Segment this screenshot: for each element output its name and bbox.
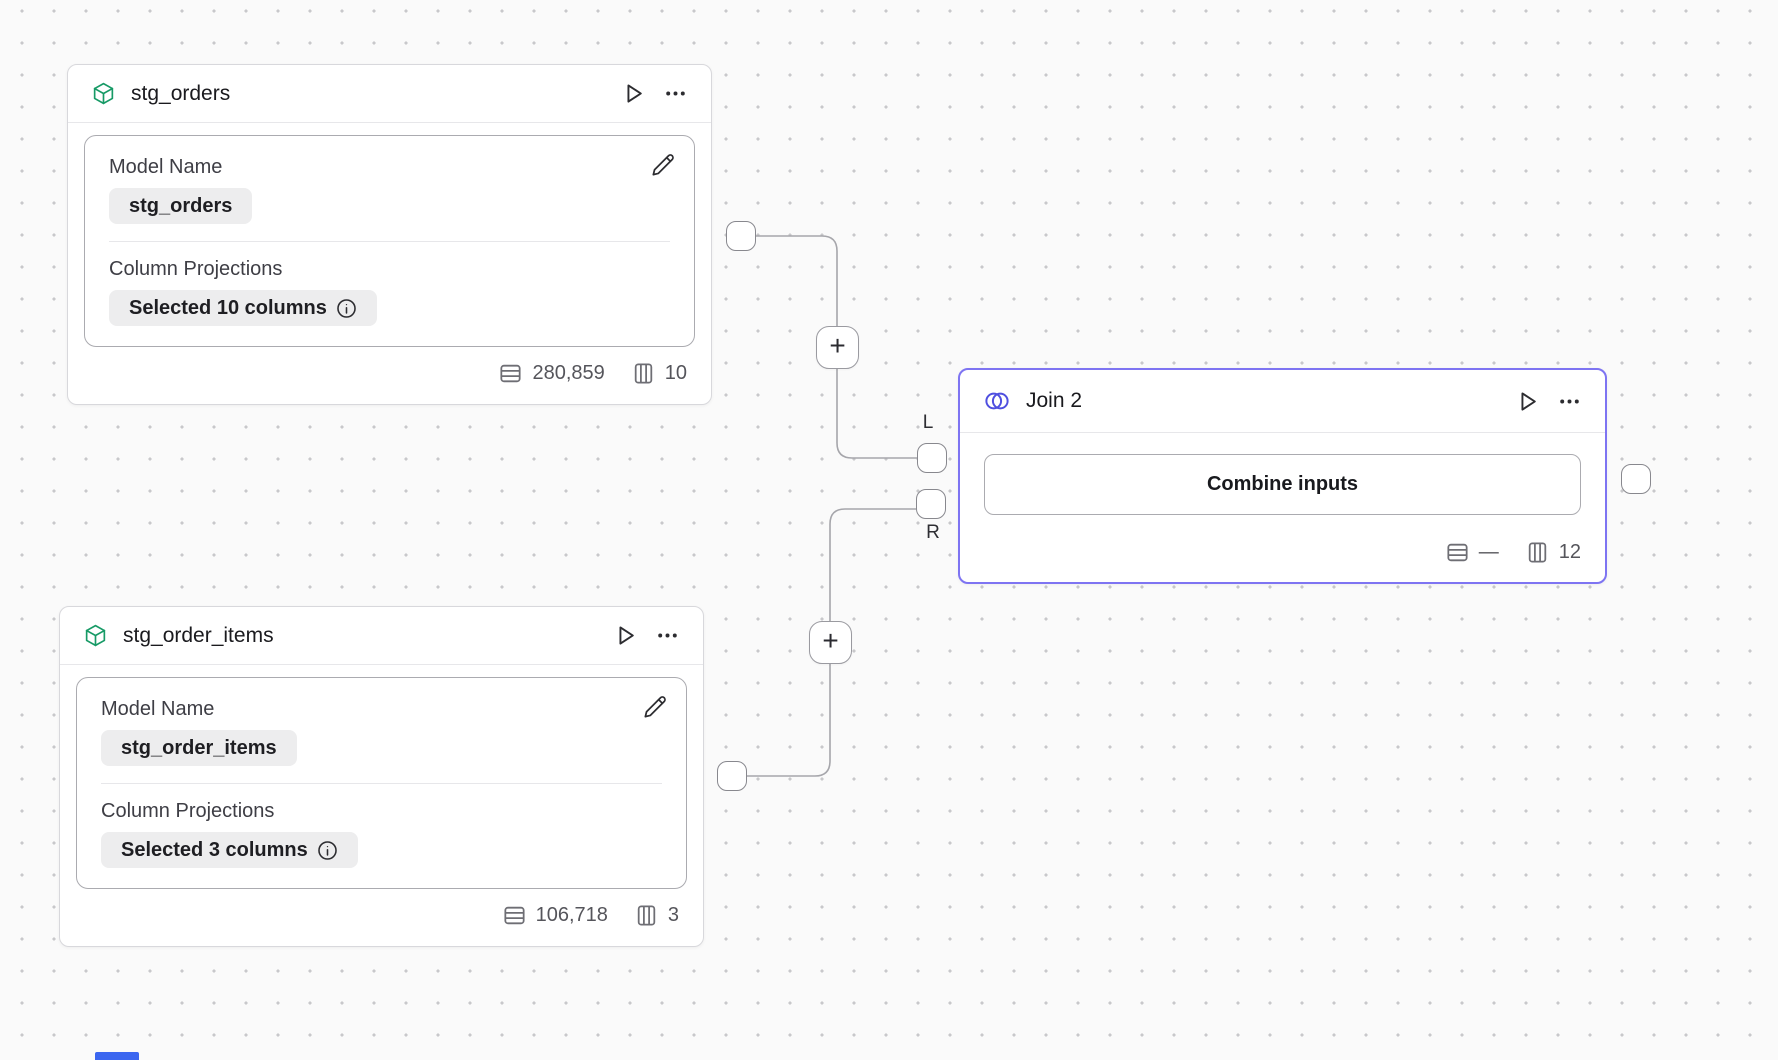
ellipsis-icon [663, 81, 688, 106]
model-name-chip: stg_orders [109, 188, 253, 224]
edit-model-button[interactable] [649, 151, 677, 179]
model-name-label: Model Name [109, 156, 223, 178]
output-port-stg-orders[interactable] [726, 221, 756, 251]
row-count: 280,859 [532, 361, 605, 384]
node-stg-orders[interactable]: stg_orders Model Na [67, 64, 712, 405]
rows-icon [498, 361, 523, 386]
node-header: stg_order_items [60, 607, 703, 665]
info-icon[interactable] [336, 298, 357, 319]
model-config-card: Model Name stg_orders Column Projections… [84, 135, 695, 347]
ellipsis-icon [655, 623, 680, 648]
model-name-chip: stg_order_items [101, 730, 297, 766]
node-stats: 280,859 10 [68, 344, 711, 402]
run-node-button[interactable] [1513, 387, 1541, 415]
column-projections-chip: Selected 10 columns [109, 290, 377, 326]
node-title: Join 2 [1026, 389, 1083, 412]
edit-model-button[interactable] [641, 693, 669, 721]
model-name-label: Model Name [101, 698, 215, 720]
node-stats: 106,718 3 [60, 886, 703, 944]
play-icon [620, 80, 647, 107]
join-input-port-right[interactable] [916, 489, 946, 519]
row-count: — [1478, 540, 1499, 563]
ellipsis-icon [1557, 389, 1582, 414]
cube-icon [83, 623, 108, 648]
node-menu-button[interactable] [661, 80, 689, 108]
column-projections-label: Column Projections [109, 258, 283, 280]
cube-icon [91, 81, 116, 106]
node-title: stg_orders [131, 81, 231, 105]
node-stats: — 12 [960, 522, 1605, 582]
play-icon [1514, 388, 1541, 415]
columns-icon [634, 903, 659, 928]
info-icon[interactable] [317, 840, 338, 861]
pencil-icon [642, 694, 668, 720]
node-menu-button[interactable] [1555, 387, 1583, 415]
join-input-port-left[interactable] [917, 443, 947, 473]
model-name-value: stg_orders [129, 194, 233, 217]
play-icon [612, 622, 639, 649]
columns-icon [1525, 540, 1550, 565]
combine-inputs-button[interactable]: Combine inputs [984, 454, 1581, 515]
join-venn-icon [983, 387, 1011, 415]
bottom-edge-blue-element [95, 1052, 139, 1060]
pencil-icon [650, 152, 676, 178]
run-node-button[interactable] [619, 80, 647, 108]
output-port-join[interactable] [1621, 464, 1651, 494]
run-node-button[interactable] [611, 622, 639, 650]
column-count: 3 [667, 903, 679, 926]
column-count: 12 [1558, 540, 1581, 563]
rows-icon [1445, 540, 1470, 565]
add-node-on-edge-button-top[interactable]: + [816, 326, 859, 369]
node-header: Join 2 [960, 370, 1605, 433]
node-menu-button[interactable] [653, 622, 681, 650]
node-stg-order-items[interactable]: stg_order_items Mod [59, 606, 704, 947]
row-count: 106,718 [535, 903, 608, 926]
node-join-2[interactable]: Join 2 Combine inputs — [958, 368, 1607, 584]
column-projections-value: Selected 3 columns [121, 838, 308, 861]
output-port-stg-order-items[interactable] [717, 761, 747, 791]
column-projections-value: Selected 10 columns [129, 296, 327, 319]
rows-icon [502, 903, 527, 928]
divider [101, 783, 662, 784]
node-title: stg_order_items [123, 623, 274, 647]
add-node-on-edge-button-bottom[interactable]: + [809, 621, 852, 664]
column-projections-chip: Selected 3 columns [101, 832, 358, 868]
divider [109, 241, 670, 242]
column-projections-label: Column Projections [101, 800, 275, 822]
model-name-value: stg_order_items [121, 736, 277, 759]
column-count: 10 [664, 361, 687, 384]
join-right-input-label: R [926, 522, 940, 543]
node-header: stg_orders [68, 65, 711, 123]
model-config-card: Model Name stg_order_items Column Projec… [76, 677, 687, 889]
columns-icon [631, 361, 656, 386]
join-left-input-label: L [922, 412, 934, 433]
